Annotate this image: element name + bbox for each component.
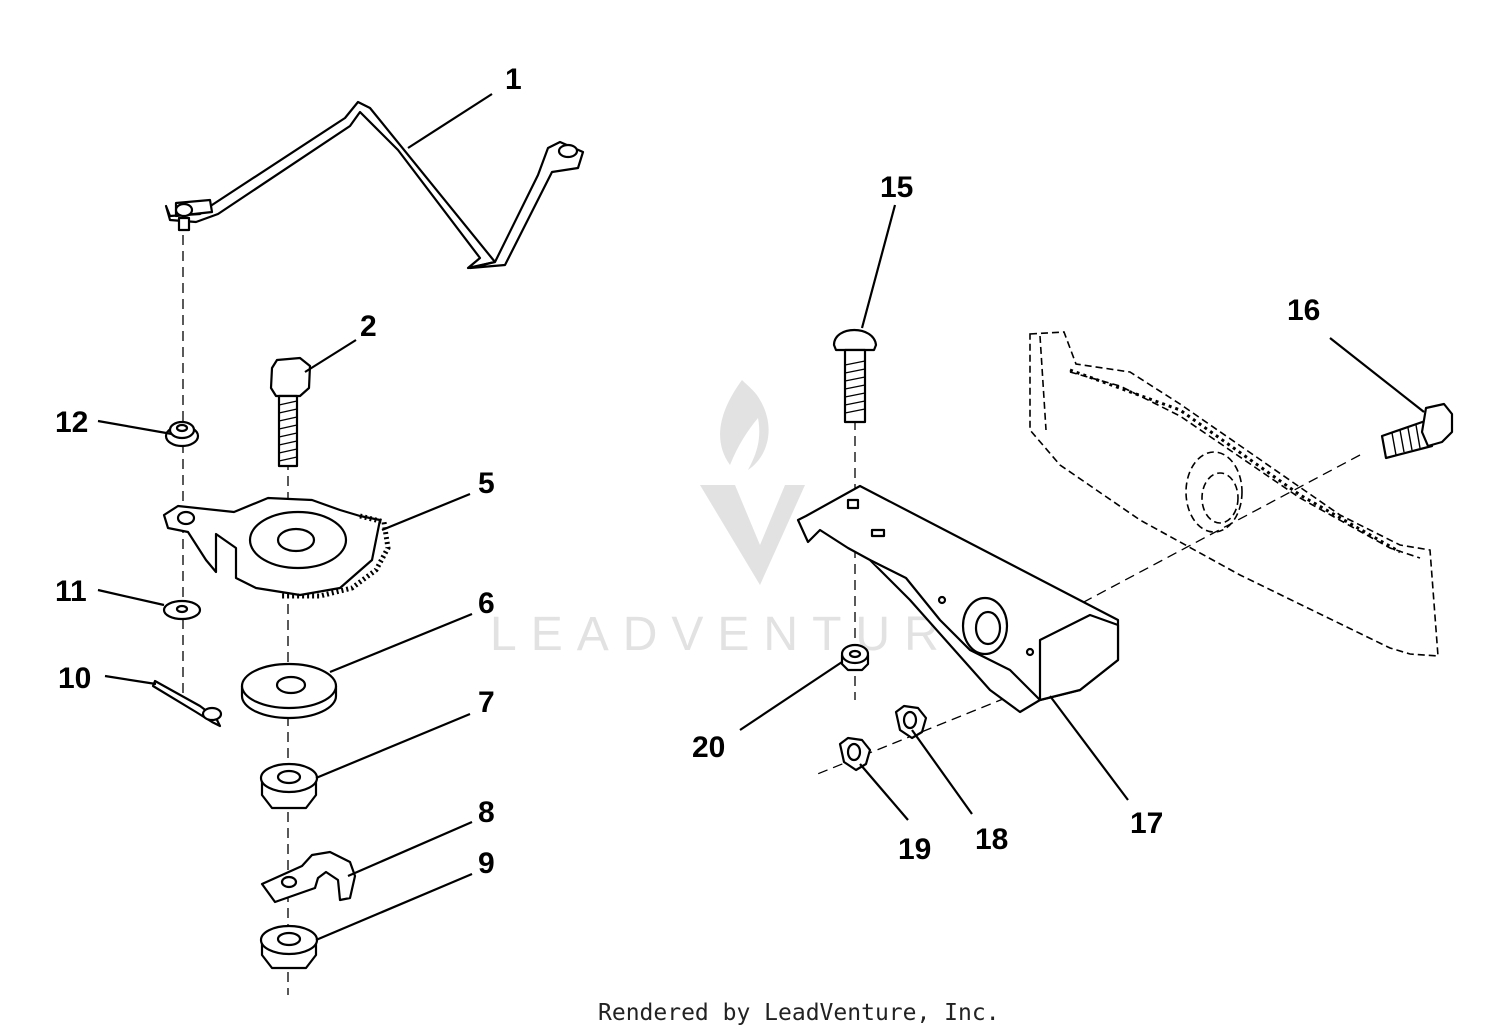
callout-15: 15	[880, 171, 913, 204]
callout-20: 20	[692, 731, 725, 764]
callout-5: 5	[478, 467, 495, 500]
part-20-nut	[840, 643, 870, 672]
callout-8: 8	[478, 796, 495, 829]
callout-17: 17	[1130, 807, 1163, 840]
part-11-washer	[162, 599, 202, 621]
flame-logo-icon	[720, 380, 769, 470]
callout-10: 10	[58, 662, 91, 695]
part-6-disc	[240, 662, 338, 720]
part-8-clip	[260, 850, 357, 904]
leader-lines	[97, 93, 1425, 942]
part-1-rod	[164, 100, 585, 270]
part-15-carriage-bolt	[832, 329, 878, 424]
callout-16: 16	[1287, 294, 1320, 327]
callout-1: 1	[505, 63, 522, 96]
part-10-cotter-pin	[151, 679, 223, 728]
callout-6: 6	[478, 587, 495, 620]
watermark-text: LEADVENTURE	[490, 608, 999, 661]
v-logo-icon	[700, 485, 805, 585]
callout-11: 11	[55, 575, 87, 608]
watermark: LEADVENTURE	[490, 380, 999, 661]
callout-2: 2	[360, 310, 377, 343]
part-18-nut	[894, 704, 928, 740]
footer-credit: Rendered by LeadVenture, Inc.	[598, 1000, 1000, 1026]
centerline-shaft	[1049, 454, 1361, 621]
part-19-nut	[838, 736, 872, 772]
callout-18: 18	[975, 823, 1008, 856]
frame-phantom	[1029, 331, 1439, 657]
callout-7: 7	[478, 686, 495, 719]
callout-19: 19	[898, 833, 931, 866]
part-17-bracket	[796, 484, 1120, 714]
part-2-bolt	[269, 356, 312, 468]
part-12-nut	[164, 420, 200, 448]
part-5-gear-bracket	[162, 496, 391, 599]
callout-labels: 1 2 5 6 7 8 9 10 11 12 15 16 17 18 19 20	[55, 63, 1320, 880]
callout-12: 12	[55, 406, 88, 439]
part-7-nut	[259, 762, 319, 810]
callout-9: 9	[478, 847, 495, 880]
part-9-nut	[259, 924, 319, 970]
part-16-bolt	[1380, 402, 1454, 460]
